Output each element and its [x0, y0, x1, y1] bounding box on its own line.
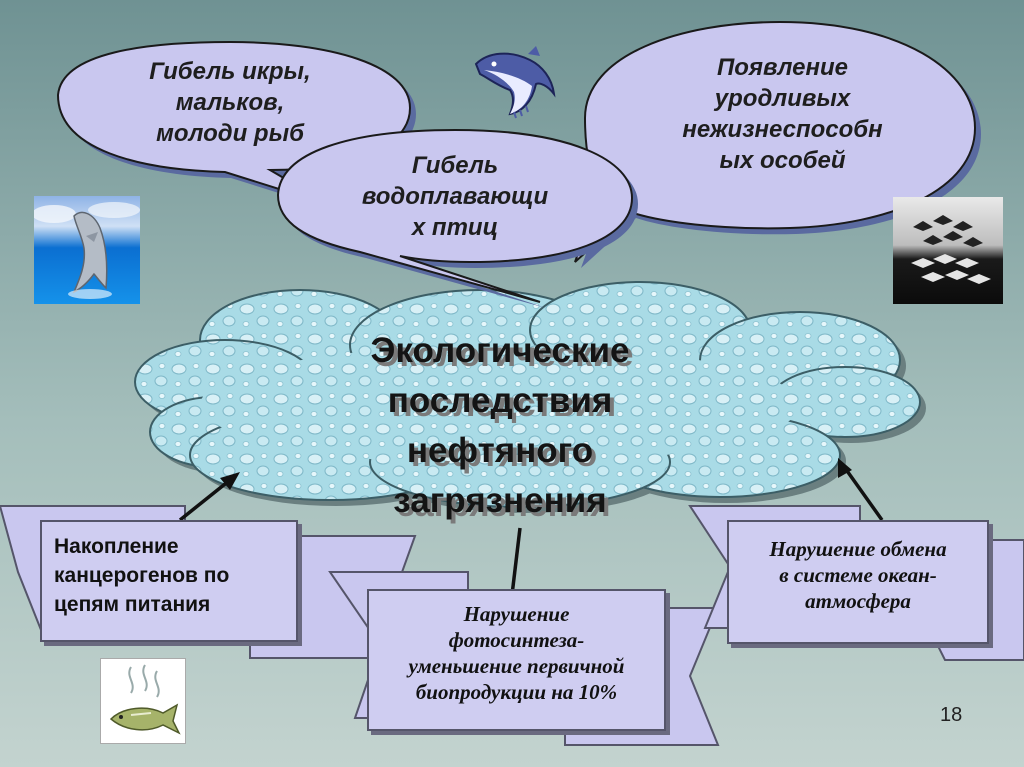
bubble-birds-text: Гибель водоплавающи х птиц	[361, 152, 549, 241]
box-ocean-atmosphere-text: Нарушение обмена в системе океан- атмосф…	[769, 537, 947, 613]
arrow-right	[843, 466, 884, 522]
box-carcinogens: Накопление канцерогенов по цепям питания	[40, 520, 298, 642]
bubble-mutants	[574, 20, 981, 268]
arrow-left	[178, 478, 232, 522]
dolphin-photo	[34, 196, 140, 304]
box-photosynthesis-text: Нарушение фотосинтеза- уменьшение первич…	[408, 602, 625, 704]
box-ocean-atmosphere: Нарушение обмена в системе океан- атмосф…	[727, 520, 989, 644]
arrow-left-head	[220, 472, 240, 490]
arrow-right-head	[838, 458, 852, 478]
bubble-birds	[276, 128, 638, 308]
arrow-middle	[510, 527, 522, 596]
dead-fish-picture	[100, 658, 186, 744]
whale-icon	[470, 42, 560, 122]
box-photosynthesis: Нарушение фотосинтеза- уменьшение первич…	[367, 589, 666, 731]
cloud-shape	[134, 281, 926, 513]
center-title: Экологические последствия нефтяного загр…	[370, 331, 630, 520]
escher-birds-fish-picture	[893, 197, 1003, 304]
bubble-fish-eggs-text: Гибель икры, мальков, молоди рыб	[149, 58, 311, 147]
arrows	[178, 458, 884, 596]
box-carcinogens-text: Накопление канцерогенов по цепям питания	[54, 535, 230, 616]
bubble-mutants-text: Появление уродливых нежизнеспособн ых ос…	[682, 54, 883, 174]
page-number: 18	[940, 704, 963, 726]
